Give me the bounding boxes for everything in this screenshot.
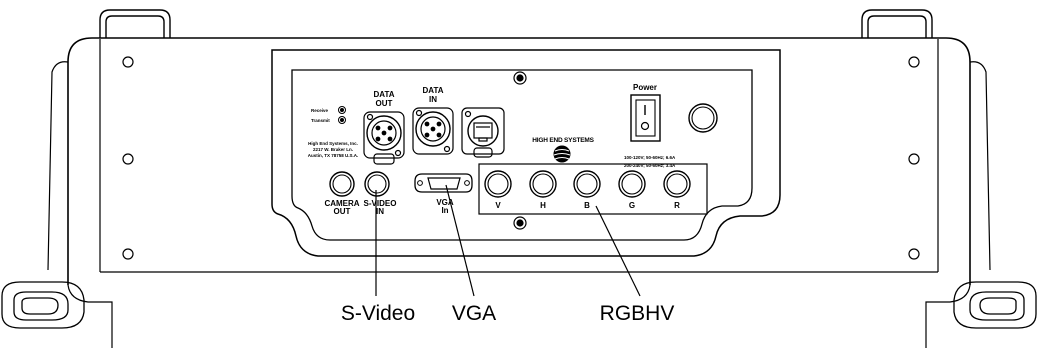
connector-panel [271, 49, 781, 257]
rgbhv-port-label: V [495, 201, 501, 210]
vga-in-connector[interactable] [414, 173, 473, 193]
power-rating-1: 100-120V; 50-60Hz; 6.6A [624, 155, 676, 160]
svideo-in-label-line1: S-VIDEO [364, 199, 397, 208]
power-inlet[interactable] [688, 103, 718, 133]
camera-out-label-line2: OUT [334, 207, 351, 216]
side-bumper-right [953, 281, 1037, 329]
svideo-callout: S-Video [341, 302, 415, 325]
power-rating-2: 200-240V; 50-60Hz; 3.4A [624, 163, 676, 168]
receive-led-icon [338, 106, 346, 114]
address-line-3: Austin, TX 78758 U.S.A. [308, 153, 359, 158]
data-out-label-line2: OUT [376, 99, 393, 108]
top-handle-right [861, 9, 933, 38]
power-label: Power [633, 83, 657, 92]
rgbhv-port-h[interactable]: H [529, 170, 557, 210]
address-line-1: High End Systems, Inc. [308, 141, 358, 146]
top-handle-left [99, 9, 171, 38]
camera-out-label-line1: CAMERA [324, 199, 359, 208]
vga-callout: VGA [452, 302, 496, 325]
transmit-led-icon [338, 116, 346, 124]
svideo-in-connector[interactable] [364, 171, 390, 197]
rgbhv-port-label: H [540, 201, 546, 210]
power-switch[interactable] [630, 94, 661, 142]
data-out-connector[interactable] [363, 111, 405, 165]
panel-screw-bottom [513, 216, 527, 230]
chassis-outline [47, 37, 991, 348]
rgbhv-port-v[interactable]: V [484, 170, 512, 210]
rgbhv-port-g[interactable]: G [618, 170, 646, 210]
rgbhv-port-b[interactable]: B [573, 170, 601, 210]
receive-label: Receive [311, 108, 329, 113]
data-in-label-line1: DATA [422, 86, 443, 95]
data-in-label-line2: IN [429, 95, 437, 104]
brand-label: HIGH END SYSTEMS [532, 137, 594, 144]
callout-leader-lines [375, 184, 641, 297]
vga-in-label-line1: VGA [436, 198, 454, 207]
svideo-in-label-line2: IN [376, 207, 384, 216]
address-line-2: 2217 W. Braker Ln. [313, 147, 353, 152]
vga-in-label-line2: In [441, 206, 448, 215]
rgbhv-callout: RGBHV [600, 302, 675, 325]
rgbhv-port-label: R [674, 201, 680, 210]
globe-logo-icon [553, 145, 571, 163]
camera-out-connector[interactable] [329, 171, 355, 197]
rgbhv-port-group [478, 163, 708, 215]
chassis-screws [122, 56, 920, 260]
transmit-label: Transmit [311, 118, 330, 123]
ethernet-connector[interactable] [461, 107, 505, 158]
side-bumper-left [1, 281, 85, 329]
rgbhv-port-label: G [629, 201, 635, 210]
data-out-label-line1: DATA [373, 90, 394, 99]
data-in-connector[interactable] [412, 107, 454, 155]
rgbhv-port-r[interactable]: R [663, 170, 691, 210]
rgbhv-port-label: B [584, 201, 590, 210]
panel-screw-top [513, 71, 527, 85]
